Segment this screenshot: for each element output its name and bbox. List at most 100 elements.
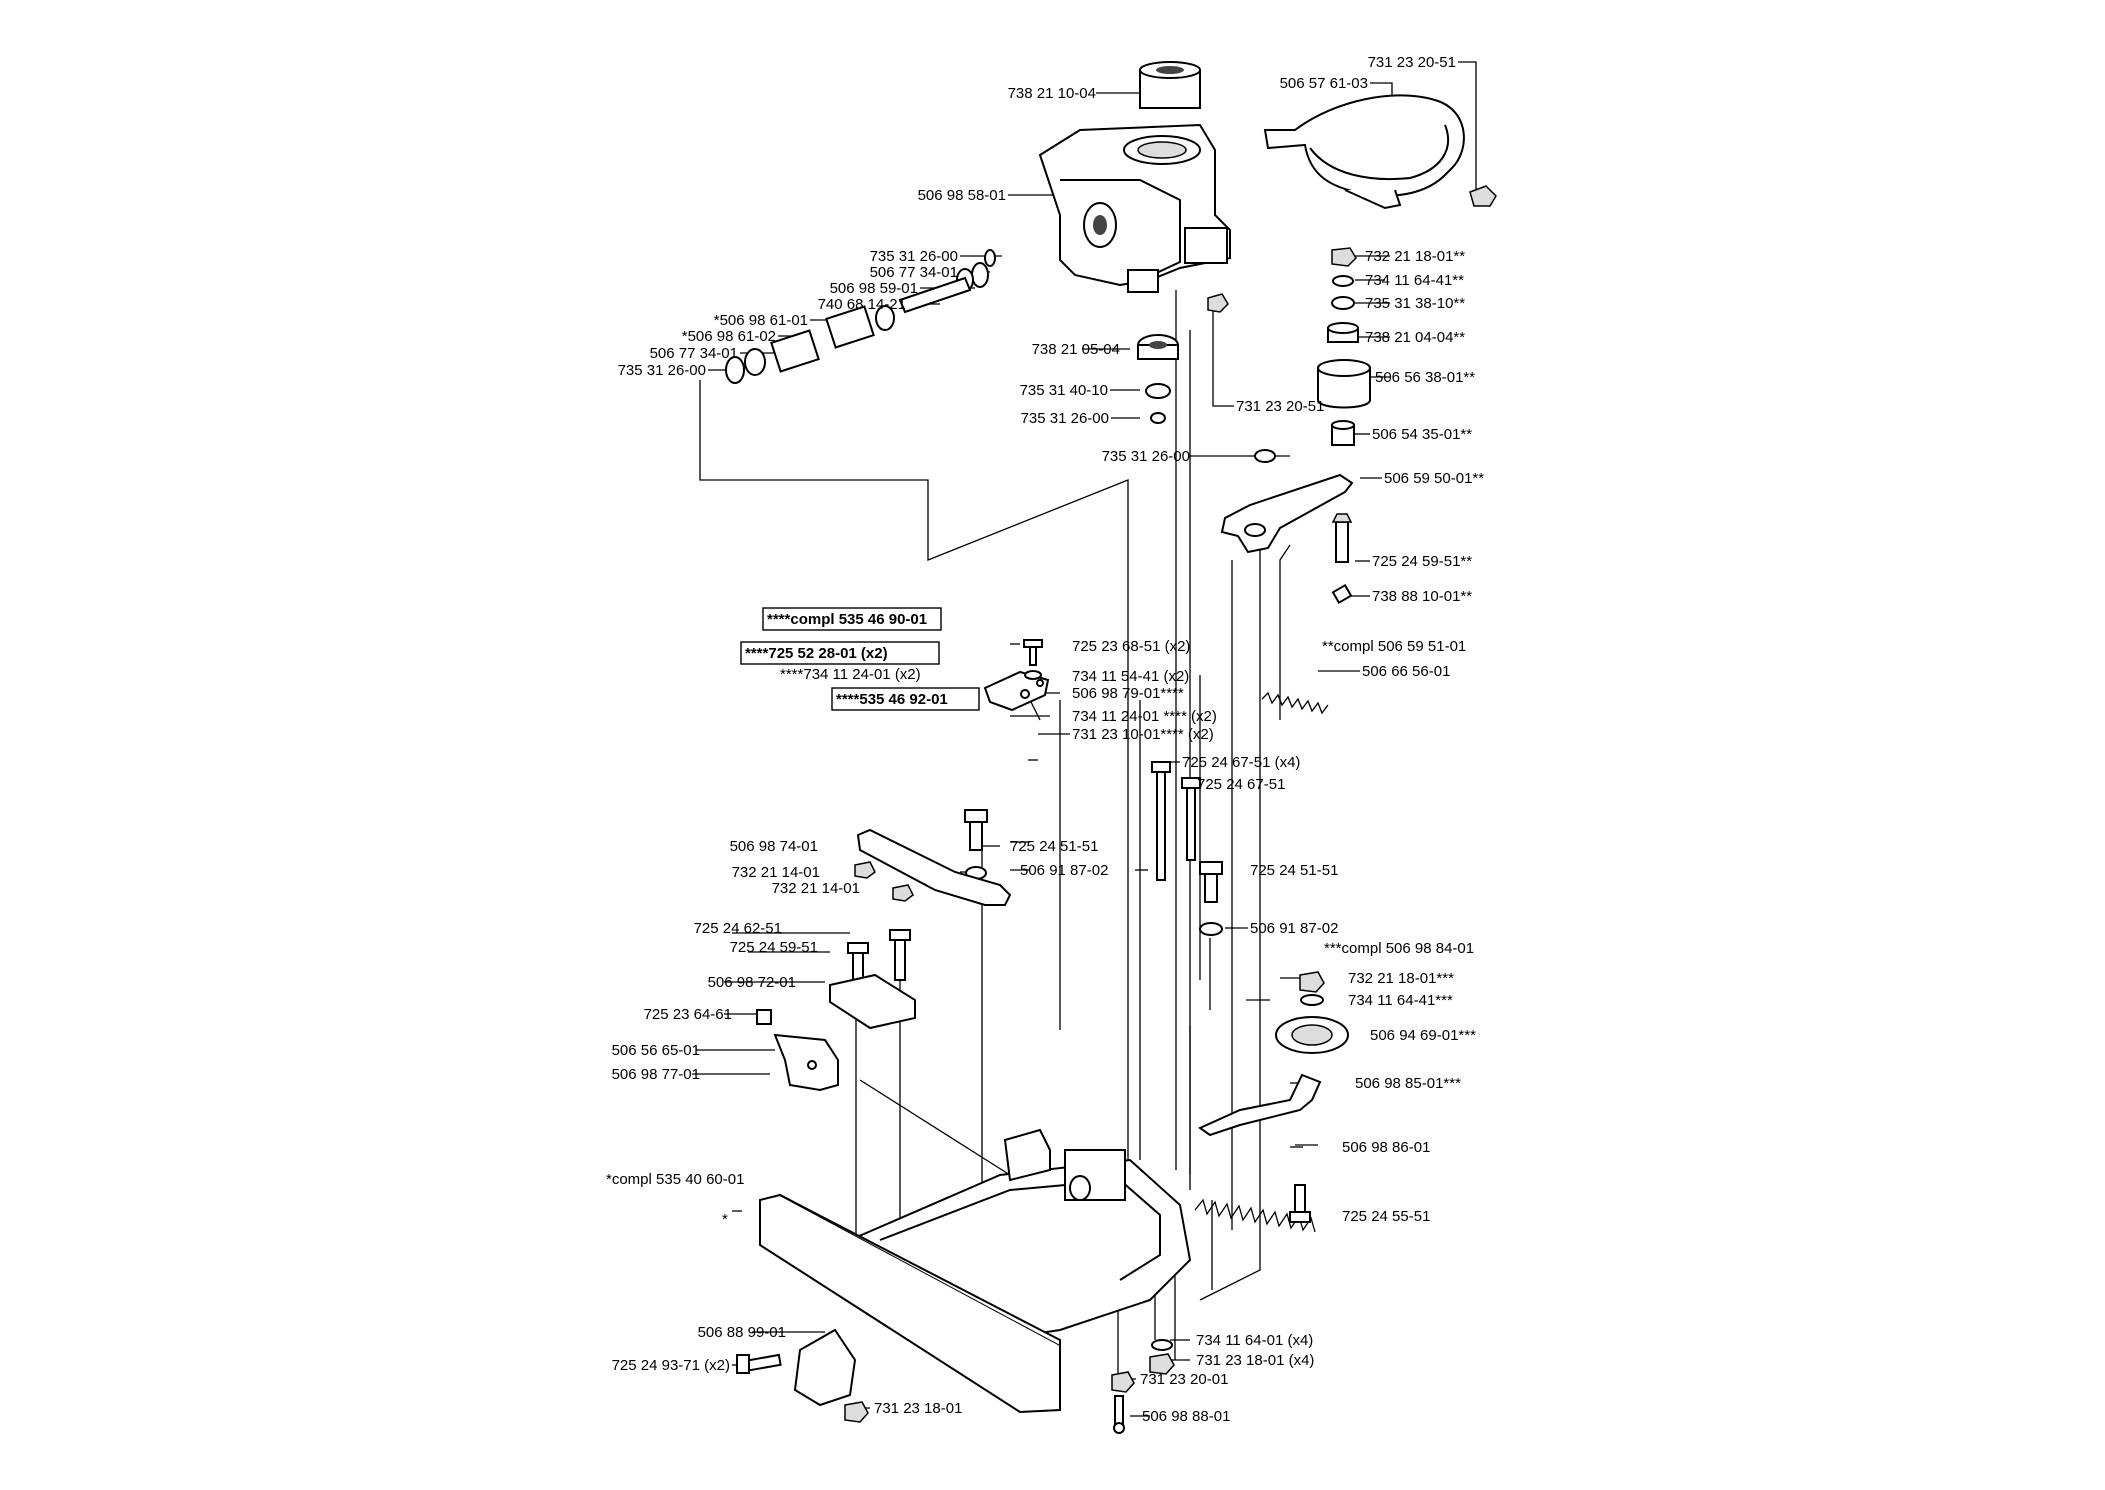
label-c16: 738 21 04-04** [1365, 329, 1465, 346]
label-c54: 506 94 69-01*** [1370, 1027, 1476, 1044]
label-c03: 731 23 20-51 [1368, 54, 1456, 71]
label-c38: 725 24 67-51 (x4) [1182, 754, 1300, 771]
label-c59: *compl 535 40 60-01 [606, 1171, 744, 1188]
bolts-block-icon [847, 929, 911, 983]
spacer-block-icon [829, 973, 916, 1030]
front-bolt-icon [736, 1353, 782, 1374]
shaft-stack-icon [725, 249, 996, 384]
label-c52: 734 11 64-41*** [1348, 992, 1453, 1009]
label-c17: 506 56 38-01** [1375, 369, 1475, 386]
label-c36: 734 11 24-01 **** (x2) [1072, 708, 1217, 725]
lower-bearing-icon [1137, 334, 1179, 424]
label-c49: 506 98 72-01 [708, 974, 796, 991]
label-c68: 506 98 88-01 [1142, 1408, 1230, 1425]
label-c30: ****725 52 28-01 (x2) [745, 645, 888, 662]
pulley-stack-icon [1275, 971, 1349, 1054]
label-c23: 735 31 26-00 [1102, 448, 1190, 465]
front-bracket-icon [793, 1328, 857, 1407]
label-c66: 731 23 20-01 [1140, 1371, 1228, 1388]
nut-mid-icon [1207, 293, 1229, 313]
label-c34: 734 11 54-41 (x2) [1072, 668, 1189, 685]
nut-732-a-icon [854, 861, 876, 879]
label-c19: 735 31 40-10 [1020, 382, 1108, 399]
label-c25: 725 24 59-51** [1372, 553, 1472, 570]
label-c67: 731 23 18-01 [874, 1400, 962, 1417]
pulley-arm-icon [1197, 1073, 1322, 1137]
bearing-top-icon [1139, 61, 1201, 109]
idler-stack-icon [1317, 247, 1371, 446]
gearbox-housing-icon [1038, 123, 1231, 293]
label-c47: 725 24 59-51 [730, 939, 818, 956]
label-c18: 738 21 05-04 [1032, 341, 1120, 358]
label-c51: 732 21 18-01*** [1348, 970, 1454, 987]
label-c33: 725 23 68-51 (x2) [1072, 638, 1190, 655]
label-c20: 735 31 26-00 [1021, 410, 1109, 427]
label-c50: ***compl 506 98 84-01 [1324, 940, 1474, 957]
label-c61: * [722, 1211, 728, 1228]
bolt-spring-icon [1289, 1184, 1311, 1223]
screw-small-icon [1023, 639, 1043, 680]
label-c45: 725 24 51-51 [1250, 862, 1338, 879]
part-drawings [725, 61, 1497, 1434]
label-c62: 506 88 99-01 [698, 1324, 786, 1341]
label-c41: 725 24 51-51 [1010, 838, 1098, 855]
label-c26: 738 88 10-01** [1372, 588, 1472, 605]
label-c12: 735 31 26-00 [618, 362, 706, 379]
label-c55: 506 56 65-01 [612, 1042, 700, 1059]
nut-top-right-icon [1469, 185, 1497, 207]
label-c22: 506 54 35-01** [1372, 426, 1472, 443]
label-c44: 732 21 14-01 [772, 880, 860, 897]
nut-732-b-icon [892, 884, 914, 902]
label-c31: ****734 11 24-01 (x2) [780, 666, 921, 683]
label-c21: 731 23 20-51 [1236, 398, 1324, 415]
label-c29: ****compl 535 46 90-01 [767, 611, 927, 628]
label-c53: 725 23 64-61 [644, 1006, 732, 1023]
washer-arm-icon [1254, 449, 1276, 463]
label-c37: 731 23 10-01**** (x2) [1072, 726, 1214, 743]
washer-x4-icon [1151, 1339, 1173, 1351]
bolt-strap-icon [964, 809, 988, 880]
label-c39: 725 24 67-51 [1197, 776, 1285, 793]
label-c01: 738 21 10-04 [1008, 85, 1096, 102]
bolt-arm-icon [1331, 513, 1353, 605]
label-c46: 725 24 62-51 [694, 920, 782, 937]
bolt-right-icon [1199, 861, 1223, 936]
spring-upper-icon [1261, 691, 1329, 715]
label-c28: 506 66 56-01 [1362, 663, 1450, 680]
label-c05: 735 31 26-00 [870, 248, 958, 265]
label-c60: 725 24 55-51 [1342, 1208, 1430, 1225]
bracket-small-icon [983, 670, 1050, 712]
label-c48: 506 91 87-02 [1250, 920, 1338, 937]
label-c43: 506 91 87-02 [1020, 862, 1108, 879]
main-frame-icon [759, 1128, 1192, 1414]
label-c07: 506 98 59-01 [830, 280, 918, 297]
part-number-labels: 738 21 10-04 506 57 61-03 731 23 20-51 5… [606, 54, 1484, 1425]
label-c42: 732 21 14-01 [732, 864, 820, 881]
label-c57: 506 98 77-01 [612, 1066, 700, 1083]
label-c04: 506 98 58-01 [918, 187, 1006, 204]
callout-box-72552801 [740, 641, 940, 665]
arm-icon [1220, 473, 1354, 554]
label-c24: 506 59 50-01** [1384, 470, 1484, 487]
label-c15: 735 31 38-10** [1365, 295, 1465, 312]
label-c11: 506 77 34-01 [650, 345, 738, 362]
label-c64: 731 23 18-01 (x4) [1196, 1352, 1314, 1369]
label-c32: ****535 46 92-01 [836, 691, 948, 708]
label-c02: 506 57 61-03 [1280, 75, 1368, 92]
callout-box-53546901 [762, 607, 942, 631]
label-c56: 506 98 85-01*** [1355, 1075, 1461, 1092]
label-c27: **compl 506 59 51-01 [1322, 638, 1466, 655]
nut-x4-icon [1149, 1353, 1175, 1375]
nut-bottom-icon [844, 1401, 869, 1423]
label-c06: 506 77 34-01 [870, 264, 958, 281]
callout-box-53546921 [831, 687, 980, 711]
label-c10: *506 98 61-02 [682, 328, 776, 345]
label-c40: 506 98 74-01 [730, 838, 818, 855]
label-c08: 740 68 14-21 [818, 296, 906, 313]
strap-bracket-icon [1263, 94, 1465, 210]
label-c13: 732 21 18-01** [1365, 248, 1465, 265]
stud-icon [1113, 1395, 1125, 1434]
label-c09: *506 98 61-01 [714, 312, 808, 329]
mount-plate-icon [756, 1009, 839, 1092]
long-bolts-icon [1151, 761, 1201, 881]
